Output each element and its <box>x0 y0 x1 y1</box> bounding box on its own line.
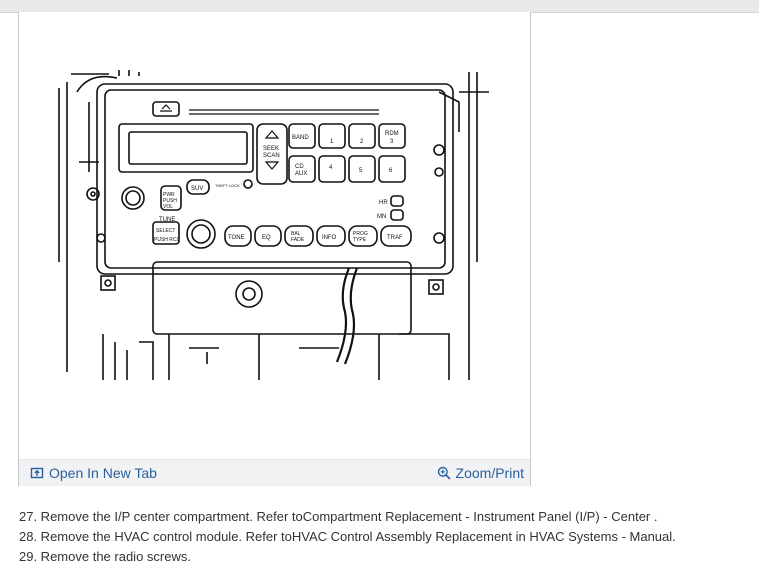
eq-label: EQ <box>262 235 271 241</box>
preset-4-label: 4 <box>329 165 333 171</box>
step-28: 28. Remove the HVAC control module. Refe… <box>19 529 676 544</box>
hr-label: HR <box>379 200 388 206</box>
mn-label: MN <box>377 214 386 220</box>
open-in-new-tab-text[interactable]: Open In New Tab <box>49 465 157 481</box>
zoom-print-text[interactable]: Zoom/Print <box>455 465 524 481</box>
theft-lock-label: THEFT LOCK <box>215 183 240 188</box>
push-rcl-label: PUSH RCL <box>154 237 180 243</box>
tone-label: TONE <box>228 235 245 241</box>
figure-toolbar: Open In New Tab Zoom/Print <box>19 459 530 486</box>
procedure-steps: 27. Remove the I/P center compartment. R… <box>19 507 754 567</box>
preset-1-label: 1 <box>330 139 334 145</box>
preset-3-label: 3 <box>390 139 394 145</box>
preset-5-label: 5 <box>359 168 363 174</box>
zoom-print-link[interactable]: Zoom/Print <box>437 464 524 482</box>
tune-label: TUNE <box>159 217 175 223</box>
suv-label: SUV <box>191 186 203 192</box>
preset-6-label: 6 <box>389 168 393 174</box>
traf-label: TRAF <box>387 235 403 241</box>
band-label: BAND <box>292 135 309 141</box>
info-label: INFO <box>322 235 337 241</box>
zoom-in-icon <box>437 466 451 480</box>
rdm-label: RDM <box>385 131 399 137</box>
open-in-new-tab-icon <box>30 467 44 479</box>
step-29: 29. Remove the radio screws. <box>19 549 191 564</box>
select-label: SELECT <box>156 228 175 234</box>
step-27: 27. Remove the I/P center compartment. R… <box>19 509 658 524</box>
open-in-new-tab-link[interactable]: Open In New Tab <box>30 464 157 482</box>
preset-2-label: 2 <box>360 139 364 145</box>
